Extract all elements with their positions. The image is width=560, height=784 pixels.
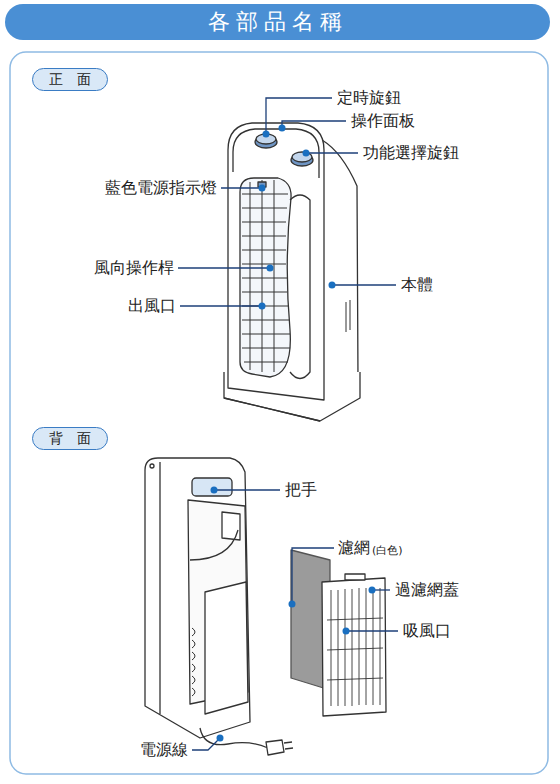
part-name: 過濾網蓋 [395, 582, 459, 598]
section-tag: 背 面 [32, 427, 108, 450]
part-name: 出風口 [128, 298, 176, 314]
part-name: 電源線 [140, 742, 188, 758]
heater-front [224, 123, 360, 421]
part-name: 定時旋鈕 [337, 90, 401, 106]
part-name: 把手 [285, 482, 317, 498]
page-title: 各部品名稱 [5, 4, 550, 40]
title-banner [5, 4, 550, 40]
part-name: 濾網 [338, 540, 370, 556]
part-name: 操作面板 [351, 113, 415, 129]
heater-back [145, 458, 386, 755]
part-name: 功能選擇旋鈕 [363, 145, 459, 161]
part-name: 風向操作桿 [94, 260, 174, 276]
part-name: 本體 [401, 277, 433, 293]
part-name: (白色) [372, 545, 403, 556]
section-tag: 正 面 [32, 68, 108, 91]
outer-panel [10, 52, 548, 774]
leader-dots [211, 125, 376, 742]
section-name: 背 面 [49, 430, 91, 448]
part-name: 藍色電源指示燈 [105, 180, 217, 196]
section-name: 正 面 [49, 71, 91, 89]
part-name: 吸風口 [403, 623, 451, 639]
